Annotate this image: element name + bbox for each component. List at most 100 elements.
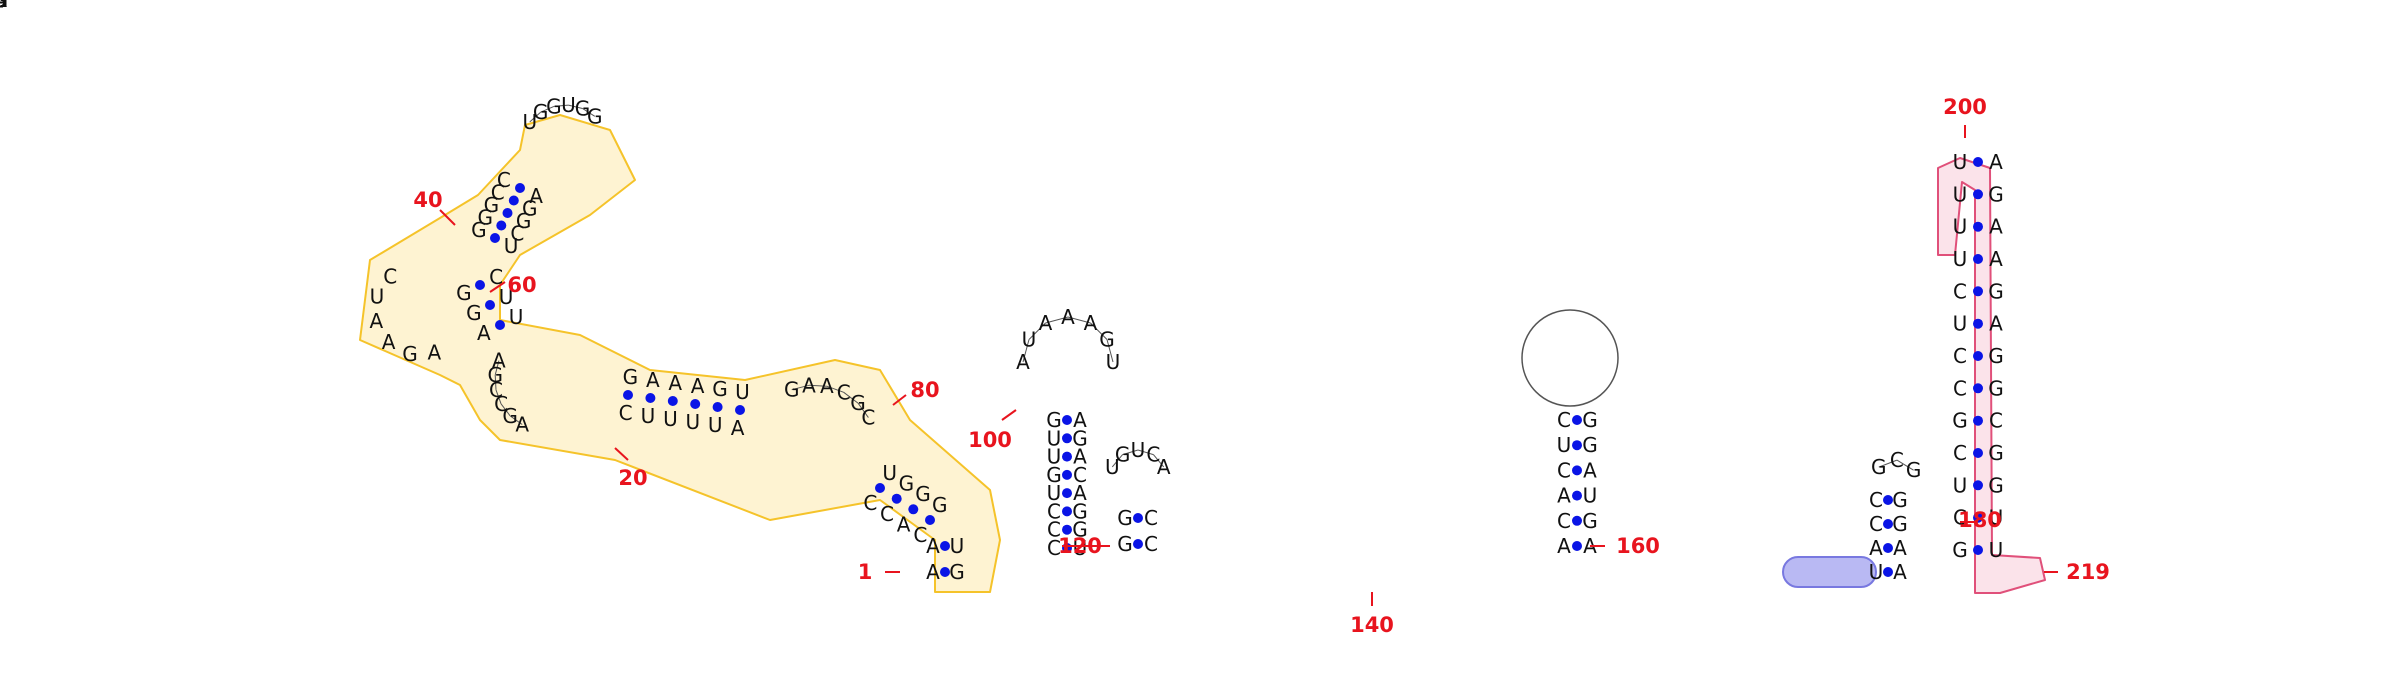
nucleotide-G: G [1952,538,1968,562]
nucleotide-G: G [0,0,8,12]
nucleotide-G: G [466,301,482,325]
base-pair-dot [1062,488,1072,499]
nucleotide-G: G [623,365,639,389]
nucleotide-U: U [1953,182,1968,206]
base-pair-dot [1062,433,1072,444]
nucleotide-C: C [1047,536,1061,560]
base-pair-dot [1973,318,1983,329]
nucleotide-G: G [1582,433,1598,457]
nucleotide-U: U [1047,426,1062,450]
nucleotide-A: A [529,184,543,208]
nucleotide-A: A [1039,311,1053,335]
nucleotide-C: C [861,406,875,430]
base-pair-dot [1572,490,1582,501]
nucleotide-G: G [484,193,500,217]
position-label: 219 [2066,560,2110,584]
backbone-link [1028,322,1046,340]
backbone-link [1878,459,1898,468]
nucleotide-U: U [1073,536,1088,560]
base-pair-dot [1973,480,1983,491]
nucleotide-G: G [402,342,418,366]
nucleotide-U: U [1022,328,1037,352]
nucleotide-G: G [0,0,8,12]
base-pair-dot [645,393,656,403]
nucleotide-C: C [837,380,851,404]
highlight-regions [359,114,2046,594]
nucleotide-A: A [0,0,7,12]
nucleotide-A: A [0,0,7,12]
nucleotide-G: G [1892,512,1908,536]
position-label: 180 [1958,508,2002,532]
nucleotide-A: A [1157,455,1171,479]
base-pair-dot [712,402,723,412]
base-pair-dot [1062,469,1072,480]
base-pair-dot [475,280,485,290]
nucleotide-U: U [1047,481,1062,505]
apical-loop-ring [1521,309,1619,407]
nucleotide-A: A [1989,247,2003,271]
nucleotide-C: C [383,264,397,288]
nucleotide-C: C [1989,409,2003,433]
backbone-link [1106,339,1114,363]
backbone-link [1137,449,1154,456]
nucleotide-G: G [1988,441,2004,465]
nucleotide-C: C [489,378,503,402]
backbone-link [568,104,583,109]
base-pair-dot [875,483,885,493]
nucleotide-A: A [1073,445,1087,469]
nucleotide-G: G [1988,473,2004,497]
nucleotide-G: G [0,0,8,12]
base-pair-dot [925,515,935,525]
nucleotide-A: A [897,513,911,537]
position-label: 40 [413,188,442,212]
nucleotide-G: G [456,281,472,305]
nucleotide-U: U [1989,538,2004,562]
nucleotide-G: G [1072,518,1088,542]
base-pair-dot [1062,524,1072,535]
nucleotide-C: C [1953,279,1967,303]
position-label: 160 [1616,534,1660,558]
nucleotide-C: C [1047,499,1061,523]
base-pair-dot [940,541,950,551]
backbone-link [529,111,541,123]
base-pair-dot [623,390,633,400]
base-pair-dot [1973,286,1983,297]
nucleotide-A: A [802,373,816,397]
nucleotide-U: U [0,0,7,12]
nucleotide-C: C [491,181,505,205]
nucleotide-A: A [926,560,940,584]
nucleotide-U: U [1106,350,1121,374]
nucleotide-A: A [0,0,7,12]
base-pair-dot [1973,448,1983,458]
backbone-link [540,105,555,113]
nucleotide-C: C [1557,509,1571,533]
nucleotide-U: U [0,0,7,12]
backbone-link [1896,459,1914,471]
position-tick [614,447,629,461]
nucleotide-G: G [899,472,915,496]
base-pair-dot [485,300,495,310]
base-pair-dot [1973,415,1983,426]
nucleotide-G: G [0,0,8,12]
base-pair-dot [495,320,505,330]
nucleotide-C: C [1953,506,1967,530]
backbone-link [582,108,596,117]
nucleotide-U: U [708,413,723,437]
nucleotide-G: G [1099,328,1115,352]
nucleotide-G: G [1117,506,1133,530]
nucleotide-G: G [471,218,487,242]
nucleotide-U: U [0,0,7,12]
nucleotide-U: U [370,285,385,309]
nucleotide-G: G [0,0,8,12]
nucleotide-G: G [0,0,8,12]
nucleotide-U: U [685,410,700,434]
nucleotide-G: G [850,391,866,415]
nucleotide-U: U [1105,455,1120,479]
nucleotide-G: G [487,363,503,387]
nucleotide-G: G [932,493,948,517]
base-pair-dot [1883,495,1893,505]
nucleotide-U: U [499,285,514,309]
nucleotide-G: G [1988,279,2004,303]
nucleotide-G: G [1072,426,1088,450]
